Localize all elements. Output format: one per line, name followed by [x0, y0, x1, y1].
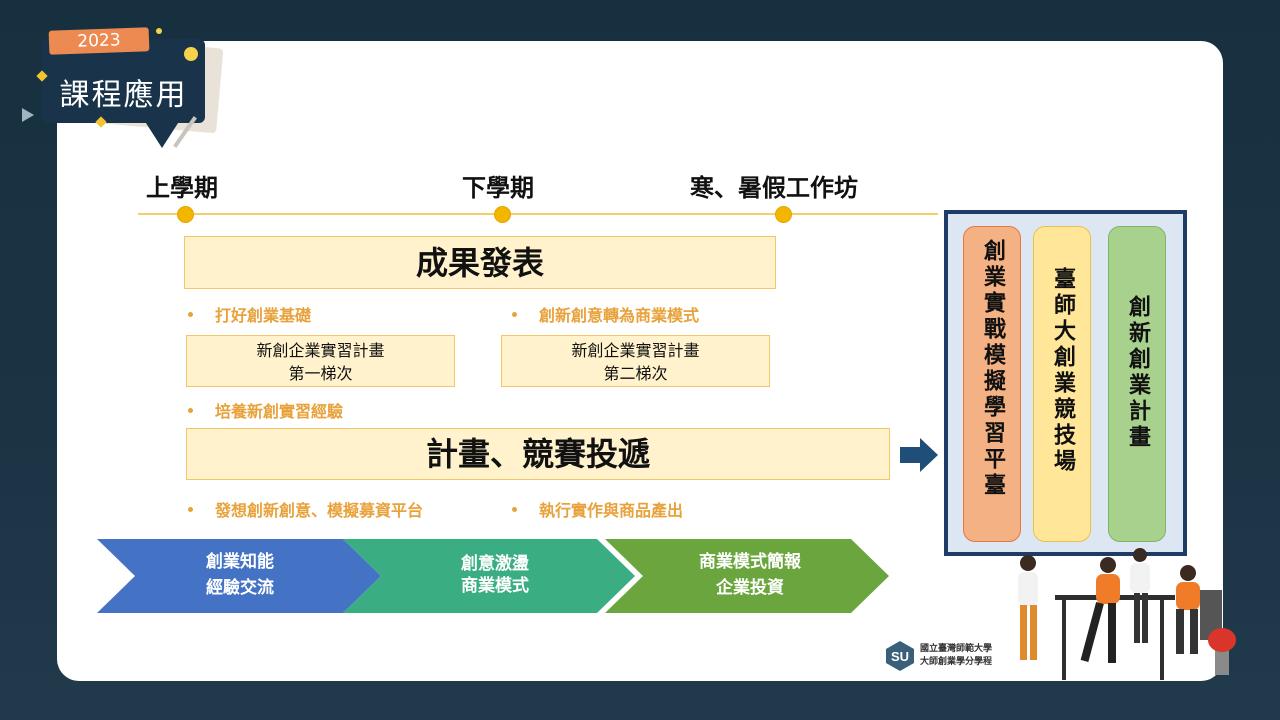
university-logo-icon: SU — [886, 641, 914, 671]
svg-text:SU: SU — [891, 649, 909, 664]
triangle-icon — [22, 108, 34, 122]
chevron-step-1 — [97, 539, 381, 613]
chevron-label-2: 創意激盪商業模式 — [461, 554, 529, 596]
arrow-right-icon — [900, 438, 938, 472]
year-tag: 2023 — [48, 27, 150, 55]
internship-batch: 第二梯次 — [603, 364, 668, 383]
lightbulb-icon — [184, 47, 198, 61]
results-box: 成果發表 — [184, 236, 776, 289]
platform-column-1: 創業實戰模擬學習平臺 — [963, 226, 1021, 542]
dot-icon — [156, 28, 162, 34]
term-workshop: 寒、暑假工作坊 — [690, 174, 858, 202]
internship-title: 新創企業實習計畫 — [256, 341, 385, 360]
bullet-item: 創新創意轉為商業模式 — [512, 302, 699, 326]
plan-box: 計畫、競賽投遞 — [186, 428, 890, 480]
plan-label: 計畫、競賽投遞 — [425, 435, 650, 473]
internship-batch: 第一梯次 — [288, 364, 353, 383]
timeline-dot — [177, 206, 194, 223]
bullet-item: 發想創新創意、模擬募資平台 — [188, 497, 423, 521]
bullet-item: 培養新創實習經驗 — [188, 398, 343, 422]
term-second: 下學期 — [462, 174, 534, 202]
bullet-item: 打好創業基礎 — [188, 302, 311, 326]
page-title: 課程應用 — [59, 78, 188, 113]
platform-column-2: 臺師大創業競技場 — [1033, 226, 1091, 542]
timeline-dot — [494, 206, 511, 223]
timeline-dot — [775, 206, 792, 223]
chevron-step-3 — [605, 539, 889, 613]
chevron-label-3: 商業模式簡報企業投資 — [699, 552, 801, 598]
timeline-line — [138, 213, 938, 215]
internship-box-1: 新創企業實習計畫 第一梯次 — [186, 335, 455, 387]
chevron-step-2 — [343, 539, 635, 613]
internship-box-2: 新創企業實習計畫 第二梯次 — [501, 335, 770, 387]
term-first: 上學期 — [146, 174, 218, 202]
bullet-item: 執行實作與商品產出 — [512, 497, 683, 521]
logo-text: 國立臺灣師範大學大師創業學分學程 — [920, 644, 993, 667]
results-label: 成果發表 — [415, 244, 544, 282]
team-illustration — [1018, 548, 1236, 680]
platform-column-3: 創新創業計畫 — [1108, 226, 1166, 542]
internship-title: 新創企業實習計畫 — [571, 341, 700, 360]
chevron-label-1: 創業知能經驗交流 — [206, 552, 274, 598]
